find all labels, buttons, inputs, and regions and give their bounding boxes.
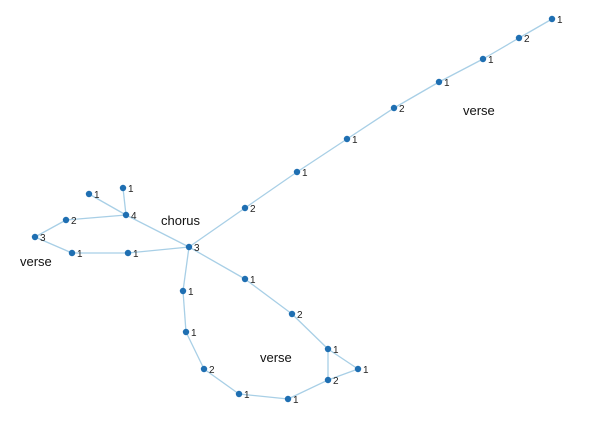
node-label: 2	[250, 204, 256, 215]
edge	[203, 368, 240, 395]
edge	[182, 290, 187, 333]
node	[354, 365, 362, 373]
node	[343, 135, 351, 143]
node	[324, 345, 332, 353]
node	[235, 390, 243, 398]
node	[293, 168, 301, 176]
edge	[185, 331, 205, 370]
node-labels: 1 2 1 1 2 1 1 2 3 1 1 4 2 3 1 1 1 2 1 1 …	[40, 15, 563, 406]
edge	[518, 18, 553, 39]
node	[200, 365, 208, 373]
node	[185, 243, 193, 251]
node	[515, 34, 523, 42]
node-label: 1	[557, 15, 563, 26]
node	[62, 216, 70, 224]
edge	[65, 214, 127, 221]
node-label: 3	[194, 243, 200, 254]
chorus-label: chorus	[161, 213, 201, 228]
edge	[244, 171, 298, 209]
edge	[287, 379, 329, 400]
node-label: 1	[444, 78, 450, 89]
edge	[122, 187, 127, 216]
node	[548, 15, 556, 23]
edge	[346, 107, 395, 140]
node	[284, 395, 292, 403]
edge	[188, 207, 246, 248]
node-label: 2	[71, 216, 77, 227]
edge	[88, 193, 127, 216]
node	[390, 104, 398, 112]
node-label: 2	[399, 104, 405, 115]
edge	[127, 246, 190, 254]
node-label: 1	[488, 55, 494, 66]
node-label: 2	[209, 365, 215, 376]
verse-label-bottom: verse	[260, 350, 292, 365]
edge	[238, 393, 289, 400]
region-labels: verse chorus verse verse	[20, 103, 495, 365]
node	[124, 249, 132, 257]
node-label: 2	[524, 34, 530, 45]
node-label: 1	[94, 190, 100, 201]
edge	[34, 236, 73, 254]
edge	[482, 37, 520, 60]
node-label: 1	[302, 168, 308, 179]
edge	[188, 246, 246, 280]
verse-label-left: verse	[20, 254, 52, 269]
node	[241, 275, 249, 283]
node-label: 1	[191, 328, 197, 339]
node	[119, 184, 127, 192]
node	[179, 287, 187, 295]
edge	[125, 214, 190, 248]
node-label: 2	[297, 310, 303, 321]
edge	[34, 219, 67, 238]
node-label: 1	[363, 365, 369, 376]
node-label: 1	[133, 249, 139, 260]
node-label: 1	[244, 390, 250, 401]
edge	[393, 81, 440, 109]
node-label: 1	[352, 135, 358, 146]
node	[85, 190, 93, 198]
node-label: 2	[333, 376, 339, 387]
edge	[438, 58, 484, 83]
node-label: 3	[40, 233, 46, 244]
node-label: 1	[250, 275, 256, 286]
node-label: 1	[77, 249, 83, 260]
edge	[296, 138, 348, 173]
edge	[291, 313, 329, 350]
nodes	[31, 15, 556, 403]
node	[479, 55, 487, 63]
node-label: 1	[293, 395, 299, 406]
node	[324, 376, 332, 384]
edge	[244, 278, 293, 315]
node-label: 1	[333, 345, 339, 356]
node-label: 1	[128, 184, 134, 195]
edge	[327, 368, 359, 381]
node	[241, 204, 249, 212]
node	[122, 211, 130, 219]
node-label: 1	[188, 287, 194, 298]
verse-label-top-right: verse	[463, 103, 495, 118]
node	[31, 233, 39, 241]
edge	[182, 246, 190, 292]
edge	[327, 348, 359, 370]
node	[182, 328, 190, 336]
node	[435, 78, 443, 86]
node-label: 4	[131, 211, 137, 222]
node	[288, 310, 296, 318]
edges	[34, 18, 553, 400]
node	[68, 249, 76, 257]
